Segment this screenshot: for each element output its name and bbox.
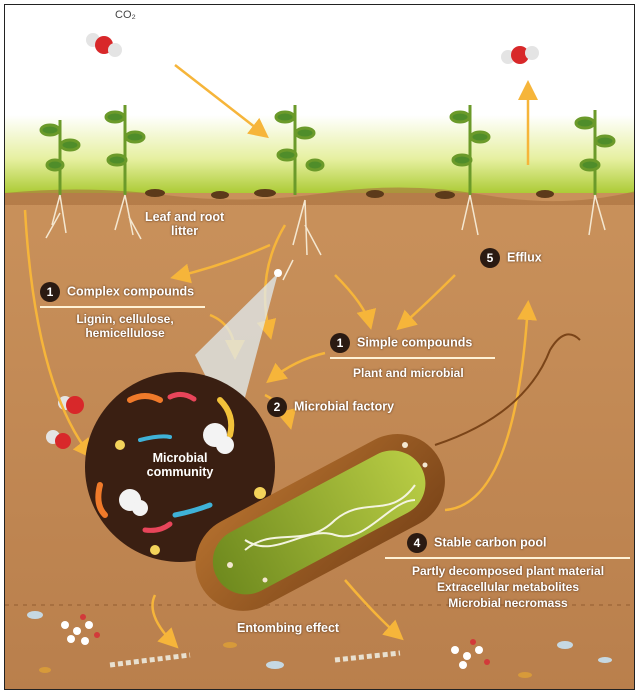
stable-underline bbox=[385, 557, 630, 559]
complex-compounds-heading: 1 Complex compounds bbox=[40, 282, 194, 302]
diagram-frame: CO₂ Leaf and root litter 1 Complex compou… bbox=[4, 4, 635, 690]
microbial-community-label: Microbial community bbox=[130, 451, 230, 480]
step-badge: 1 bbox=[330, 333, 350, 353]
simple-compounds-title: Simple compounds bbox=[357, 335, 472, 349]
stable-carbon-pool-title: Stable carbon pool bbox=[434, 535, 547, 549]
step-badge: 2 bbox=[267, 397, 287, 417]
stable-sub-line-2: Extracellular metabolites bbox=[383, 579, 633, 595]
microbial-factory-heading: 2 Microbial factory bbox=[267, 397, 394, 417]
litter-label: Leaf and root litter bbox=[145, 210, 224, 239]
step-badge: 5 bbox=[480, 248, 500, 268]
efflux-heading: 5 Efflux bbox=[480, 248, 542, 268]
step-badge: 4 bbox=[407, 533, 427, 553]
complex-underline bbox=[40, 306, 205, 308]
complex-compounds-sub: Lignin, cellulose, hemicellulose bbox=[60, 313, 190, 341]
community-line-2: community bbox=[130, 465, 230, 479]
complex-sub-line-1: Lignin, cellulose, bbox=[60, 313, 190, 327]
stable-sub-line-1: Partly decomposed plant material bbox=[383, 563, 633, 579]
microbial-factory-title: Microbial factory bbox=[294, 399, 394, 413]
simple-underline bbox=[330, 357, 495, 359]
simple-compounds-heading: 1 Simple compounds bbox=[330, 333, 472, 353]
simple-compounds-sub: Plant and microbial bbox=[353, 367, 464, 381]
zoom-point bbox=[274, 269, 282, 277]
grass-band bbox=[5, 115, 635, 195]
complex-compounds-title: Complex compounds bbox=[67, 284, 194, 298]
community-line-1: Microbial bbox=[130, 451, 230, 465]
step-badge: 1 bbox=[40, 282, 60, 302]
complex-sub-line-2: hemicellulose bbox=[60, 327, 190, 341]
stable-sub-line-3: Microbial necromass bbox=[383, 595, 633, 611]
stable-carbon-pool-heading: 4 Stable carbon pool bbox=[407, 533, 547, 553]
stable-carbon-pool-sub: Partly decomposed plant material Extrace… bbox=[383, 563, 633, 612]
entombing-effect-label: Entombing effect bbox=[237, 621, 339, 635]
gas-label: CO₂ bbox=[115, 9, 136, 22]
efflux-title: Efflux bbox=[507, 250, 542, 264]
litter-label-line-2: litter bbox=[145, 224, 224, 238]
litter-label-line-1: Leaf and root bbox=[145, 210, 224, 224]
